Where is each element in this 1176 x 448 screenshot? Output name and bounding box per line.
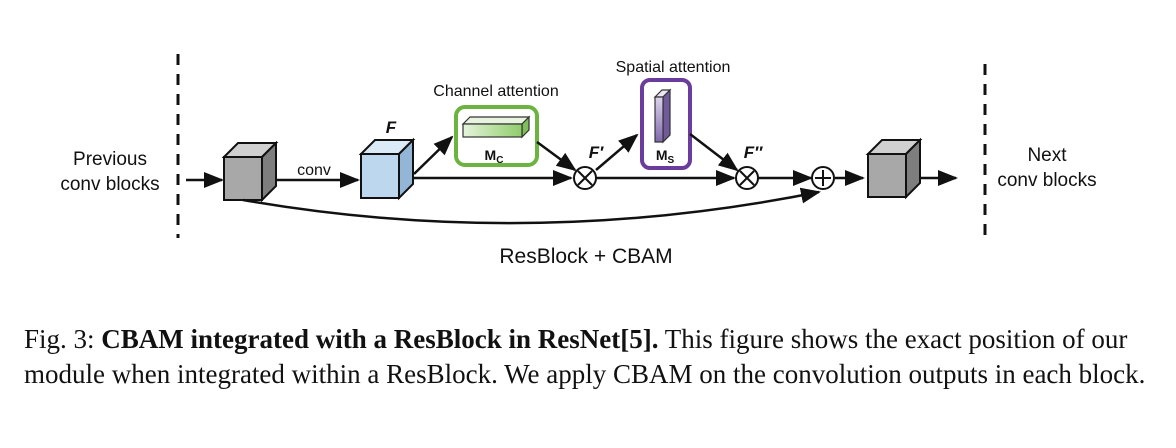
caption-prefix: Fig. 3: xyxy=(24,324,102,354)
residual-sum-node xyxy=(811,166,835,190)
channel-attention-out-arrow xyxy=(536,140,577,172)
next-blocks-label-line2: conv blocks xyxy=(997,170,1096,191)
residual-skip-connection xyxy=(242,187,821,225)
spatial-attention-out-arrow xyxy=(689,133,739,172)
branch-to-channel-attention xyxy=(413,135,454,175)
channel-multiply-node xyxy=(573,166,597,190)
branch-to-spatial-attention xyxy=(595,133,639,171)
spatial-map-label: MS xyxy=(656,147,675,166)
spatial-attention-title: Spatial attention xyxy=(616,59,731,76)
feature-f-label: F xyxy=(386,118,397,137)
spatial-attention-map-plane xyxy=(653,88,672,144)
previous-blocks-label-line1: Previous xyxy=(73,149,147,170)
previous-blocks-label-line2: conv blocks xyxy=(60,174,159,195)
channel-map-label: MC xyxy=(485,147,504,166)
output-feature-cube xyxy=(865,137,923,200)
feature-f-prime-label: F′ xyxy=(589,143,604,162)
channel-attention-title: Channel attention xyxy=(433,83,558,100)
input-feature-cube xyxy=(221,140,279,203)
feature-cube-f xyxy=(358,137,416,201)
feature-f-double-prime-label: F″ xyxy=(744,143,763,162)
resblock-cbam-label: ResBlock + CBAM xyxy=(499,245,672,268)
next-blocks-label-line1: Next xyxy=(1027,145,1067,166)
caption-body: This figure shows the exact position of … xyxy=(24,324,1146,389)
figure-caption: Fig. 3: CBAM integrated with a ResBlock … xyxy=(24,322,1154,392)
conv-label: conv xyxy=(297,162,331,179)
channel-attention-map-bar xyxy=(461,115,531,139)
spatial-multiply-node xyxy=(735,166,759,190)
caption-title: CBAM integrated with a ResBlock in ResNe… xyxy=(101,324,659,354)
